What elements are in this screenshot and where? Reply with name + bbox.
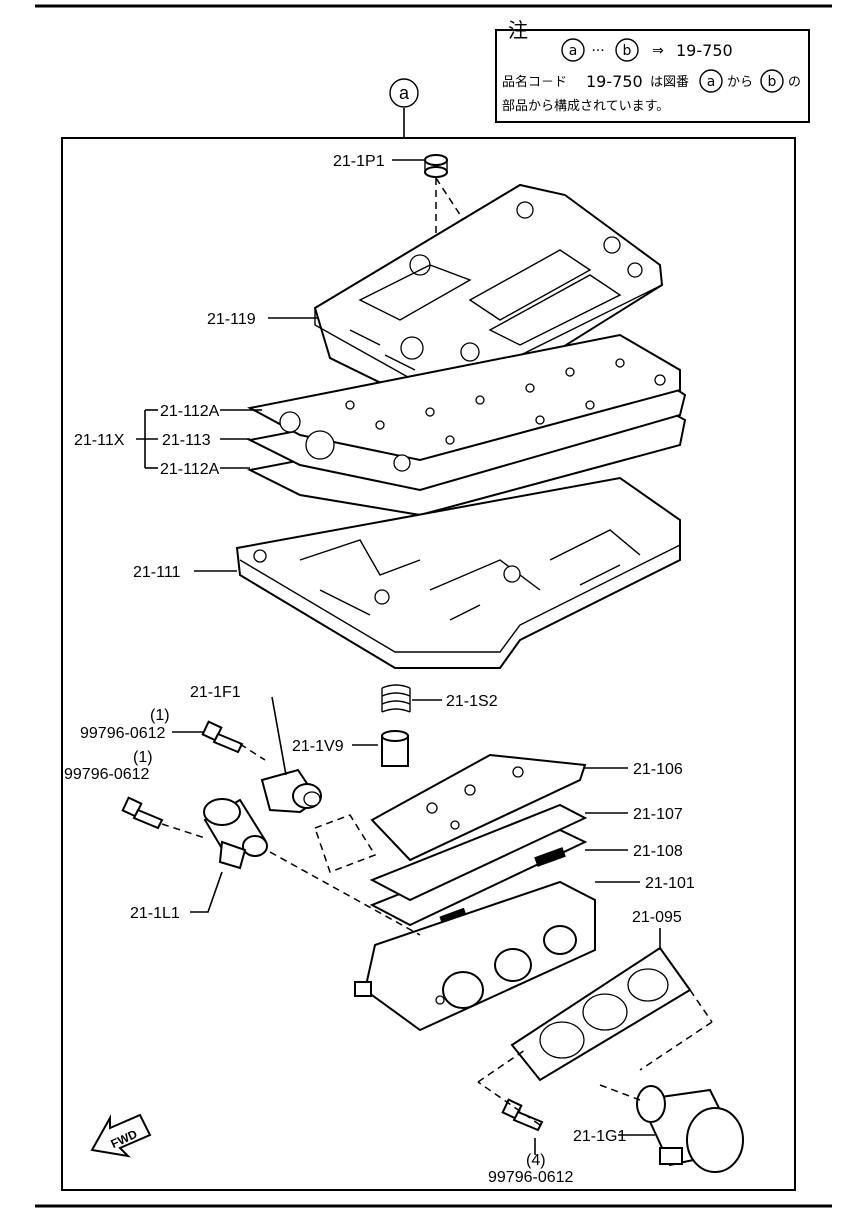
note-title: 注 <box>508 18 528 42</box>
group-marker-label: a <box>399 83 410 103</box>
note-circle-b2: b <box>768 74 777 90</box>
part-21-111-lower-body <box>235 476 681 669</box>
label-21-119: 21-119 <box>207 311 256 328</box>
note-circle-a2: a <box>707 74 716 90</box>
label-bolt2-code: 99796-0612 <box>64 766 150 783</box>
part-21-1s2-spring <box>381 684 411 713</box>
bolt-1 <box>201 720 244 754</box>
part-21-119-valve-body <box>313 183 664 414</box>
part-21-1g1-solenoid <box>636 1085 744 1173</box>
label-21-106: 21-106 <box>633 761 683 778</box>
note-line3: 部品から構成されています。 <box>502 99 669 114</box>
label-bolt1-code: 99796-0612 <box>80 725 166 742</box>
label-21-095: 21-095 <box>632 909 682 926</box>
part-21-1v9-valve <box>381 730 409 767</box>
fwd-arrow-icon: FWD <box>90 1113 152 1158</box>
bolt-2 <box>121 796 164 830</box>
plates-21-106-107-108 <box>369 753 588 927</box>
assembly-frame <box>61 137 796 1191</box>
alignment-lines <box>161 743 713 1126</box>
label-21-111: 21-111 <box>133 564 181 581</box>
part-labels: 21-1P1 21-119 21-112A 21-11X 21-113 21-1… <box>64 153 695 1186</box>
label-21-1p1: 21-1P1 <box>333 153 385 170</box>
group-marker-a: a <box>389 78 419 138</box>
note-box: 注 a ··· b ⇒ 19-750 品名コ－ド 19-750 は図番 a から… <box>495 18 810 123</box>
part-21-1l1-solenoid <box>203 798 268 870</box>
note-line2-post: の <box>788 75 801 90</box>
label-21-1f1: 21-1F1 <box>190 684 241 701</box>
note-line2-from: から <box>727 75 753 90</box>
part-21-1f1-solenoid <box>260 768 322 814</box>
leader-lines <box>136 159 661 1155</box>
label-21-1v9: 21-1V9 <box>292 738 344 755</box>
note-dots: ··· <box>591 43 604 59</box>
label-21-11x: 21-11X <box>74 432 125 449</box>
note-line2-pre: 品名コ－ド <box>502 74 567 90</box>
label-21-1g1: 21-1G1 <box>573 1128 626 1145</box>
label-21-113: 21-113 <box>162 432 211 449</box>
note-ref-1: 19-750 <box>676 41 733 60</box>
note-line2-mid: は図番 <box>650 75 689 90</box>
label-21-108: 21-108 <box>633 843 683 860</box>
label-21-112a-bottom: 21-112A <box>160 461 220 478</box>
gasket-plates-21-112a-21-113 <box>246 333 687 517</box>
label-21-112a-top: 21-112A <box>160 403 220 420</box>
part-21-101-valve-body <box>354 880 596 1032</box>
label-21-107: 21-107 <box>633 806 683 823</box>
part-21-095-gasket <box>510 946 692 1082</box>
bolt-3 <box>501 1098 544 1132</box>
label-bolt2-qty: (1) <box>133 749 153 766</box>
label-21-101: 21-101 <box>645 875 695 892</box>
label-21-1l1: 21-1L1 <box>130 905 180 922</box>
label-bolt1-qty: (1) <box>150 707 170 724</box>
note-ref-2: 19-750 <box>586 72 643 91</box>
note-circle-b: b <box>623 43 632 59</box>
label-21-1s2: 21-1S2 <box>446 693 498 710</box>
label-bolt3-qty: (4) <box>526 1152 546 1169</box>
label-bolt3-code: 99796-0612 <box>488 1169 574 1186</box>
note-circle-a: a <box>569 43 578 59</box>
note-arrow: ⇒ <box>652 43 664 59</box>
